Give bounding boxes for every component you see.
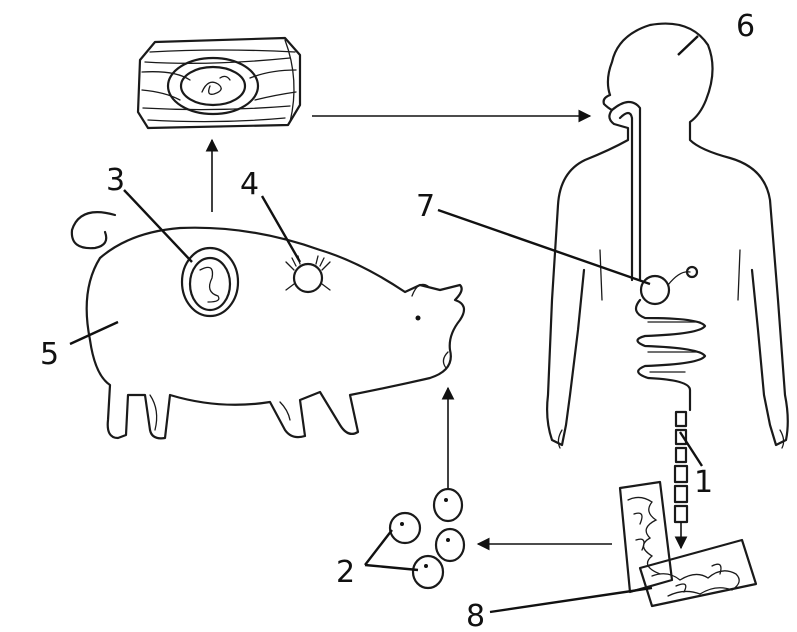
number-labels: 1 2 3 4 5 6 7 8 (40, 9, 755, 632)
label-8: 8 (466, 599, 485, 632)
lifecycle-arrows (212, 116, 681, 548)
human-host (547, 24, 788, 522)
label-2: 2 (336, 555, 355, 590)
eggs-group (390, 489, 464, 588)
label-1: 1 (694, 465, 713, 500)
muscle-tissue-with-cyst (138, 38, 300, 128)
label-7: 7 (416, 189, 435, 224)
label-6: 6 (736, 9, 755, 44)
label-4: 4 (240, 167, 259, 202)
pig-host (72, 212, 464, 438)
leader-lines (70, 36, 702, 612)
label-5: 5 (40, 337, 59, 372)
label-3: 3 (106, 163, 125, 198)
